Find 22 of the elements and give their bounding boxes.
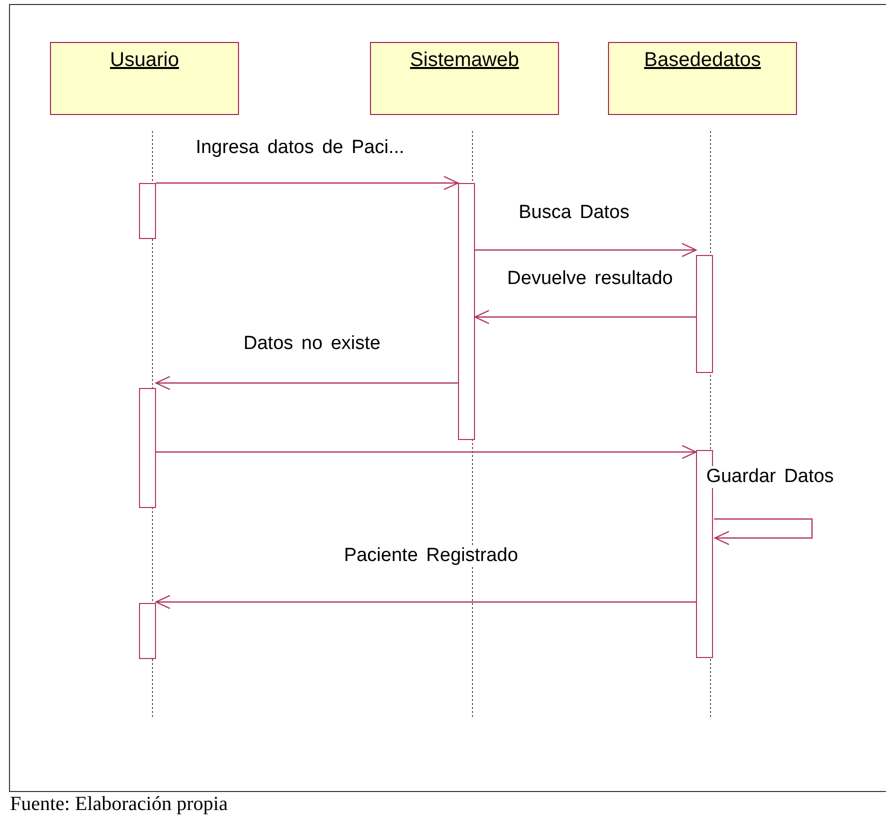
message-arrow (156, 176, 459, 190)
caption: Fuente: Elaboración propia (10, 793, 228, 815)
edge-label: Ingresa datos de Paci... (194, 137, 406, 159)
message-arrow (714, 518, 813, 546)
message-arrow (155, 594, 696, 610)
message-arrow (155, 376, 458, 390)
lifeline-header-box (50, 42, 239, 115)
activation-bar (139, 603, 156, 659)
activation-bar (696, 255, 713, 373)
message-arrow (475, 242, 697, 258)
lifeline-header-box (608, 42, 797, 115)
lifeline-name: Sistemaweb (410, 49, 519, 72)
activation-bar (458, 183, 475, 440)
lifeline-name: Usuario (110, 49, 179, 72)
lifeline-name: Basededatos (644, 49, 761, 72)
message-arrow (156, 444, 697, 460)
message-arrow (474, 310, 696, 324)
activation-bar (139, 388, 156, 508)
edge-label: Guardar Datos (705, 466, 835, 488)
lifeline-header-box (370, 42, 559, 115)
activation-bar (139, 183, 156, 239)
edge-label: Paciente Registrado (342, 545, 520, 567)
